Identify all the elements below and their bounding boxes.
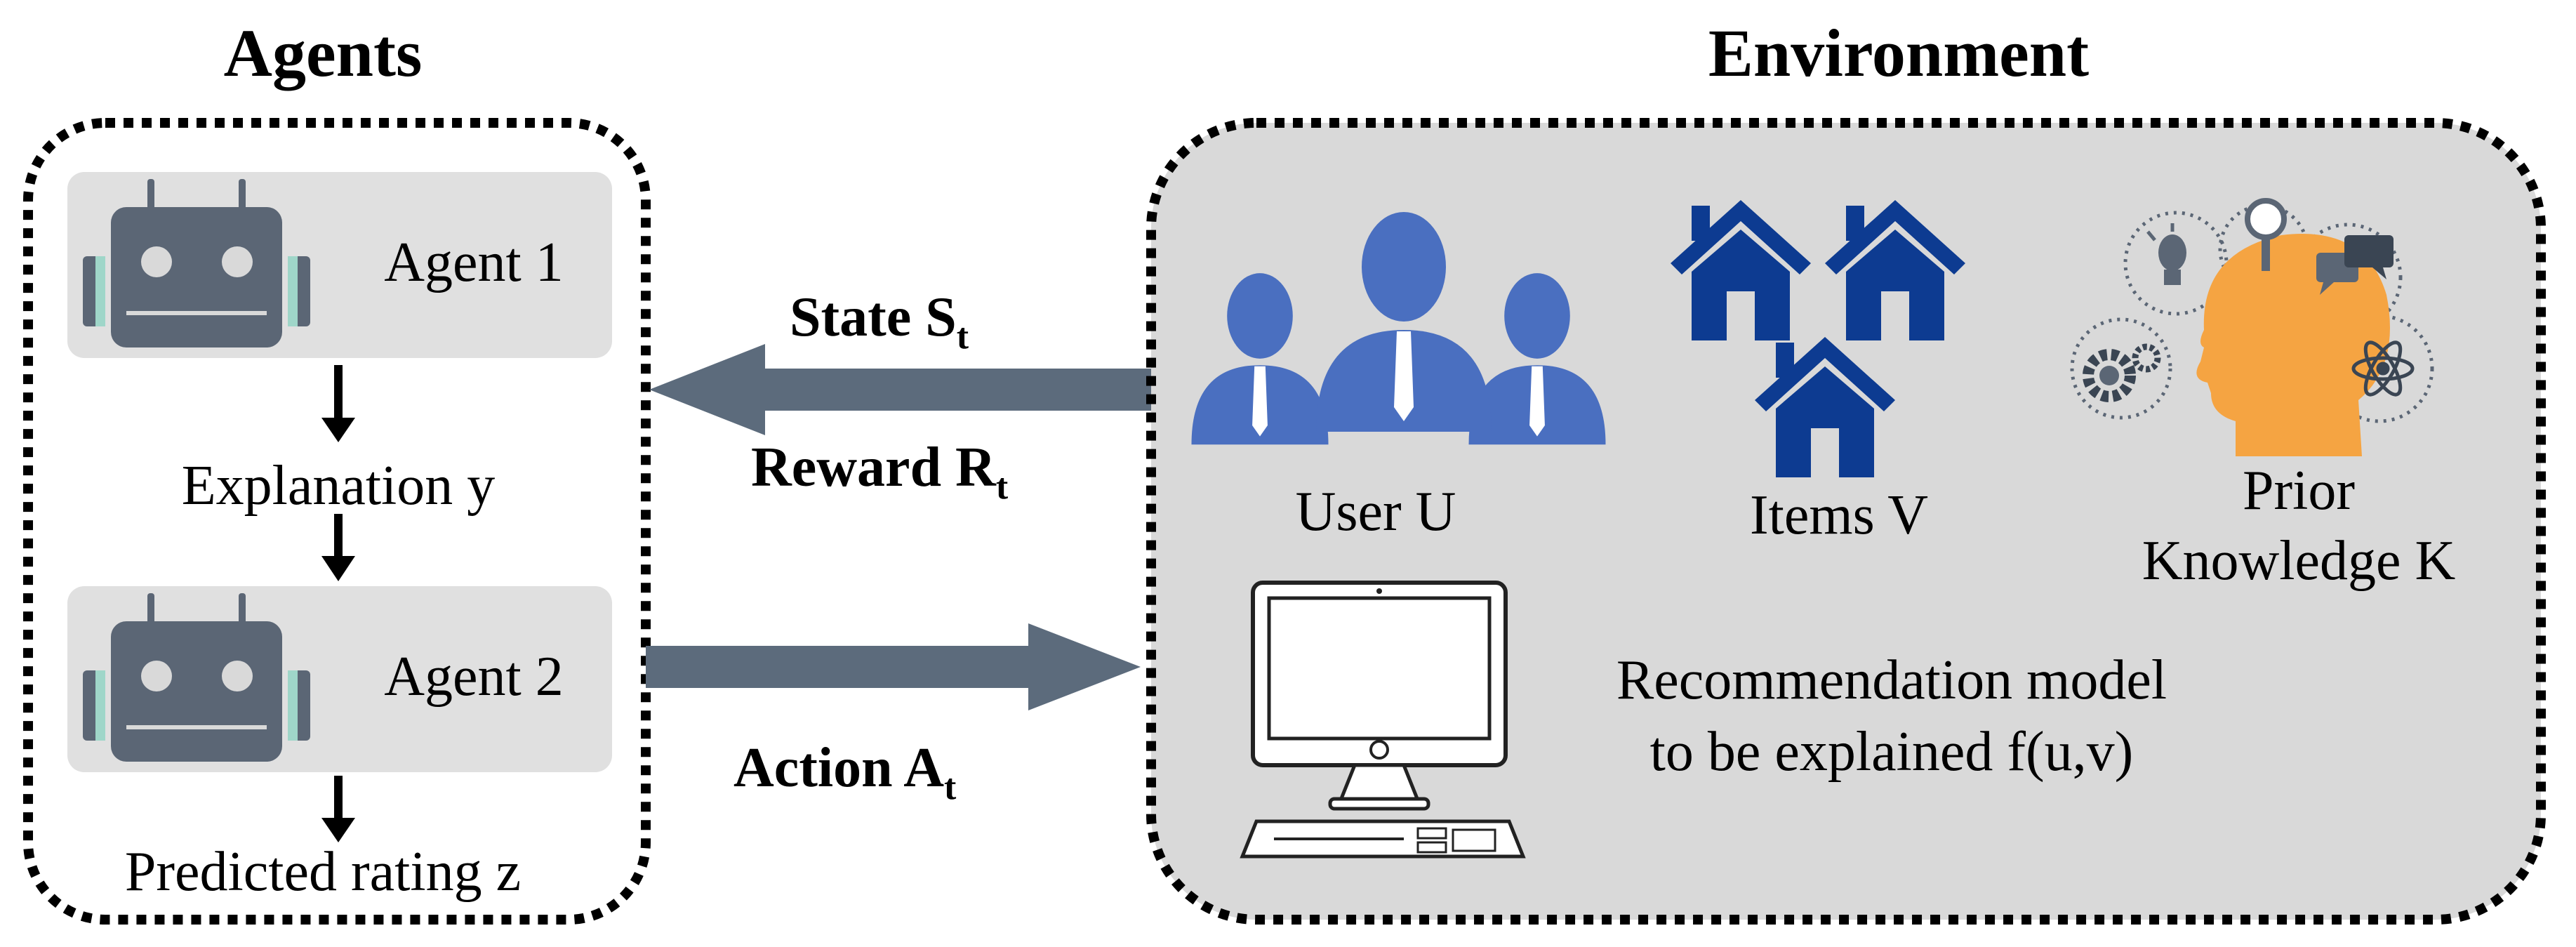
chat-icon [2316,235,2394,295]
items-label: Items V [1750,484,1928,546]
state-reward-arrow [649,344,1151,435]
gear-icon [2083,343,2161,402]
agents-title: Agents [224,15,423,91]
computer-icon [1240,581,1526,859]
prior-knowledge-line1: Prior [2243,460,2355,522]
agent-1-label: Agent 1 [384,232,564,293]
user-label: User U [1296,481,1456,543]
model-line2: to be explained f(u,v) [1650,721,2134,783]
agent-2-label: Agent 2 [384,646,564,708]
arrow-explanation-to-agent2 [321,514,355,581]
state-label: State St [790,286,969,357]
lightbulb-icon [2146,223,2186,285]
prior-knowledge-line2: Knowledge K [2142,530,2456,592]
environment-title: Environment [1708,15,2089,91]
explanation-label: Explanation y [182,455,496,517]
reward-label: Reward Rt [751,437,1009,507]
arrow-agent1-to-explanation [321,365,355,442]
action-arrow [646,623,1141,710]
head-knowledge-icon [2070,198,2434,456]
magnifier-icon [2245,198,2287,271]
atom-icon [2351,340,2415,397]
arrow-agent2-to-predicted [321,776,355,842]
predicted-rating-label: Predicted rating z [125,841,521,903]
model-line1: Recommendation model [1616,649,2167,711]
action-label: Action At [733,737,957,807]
